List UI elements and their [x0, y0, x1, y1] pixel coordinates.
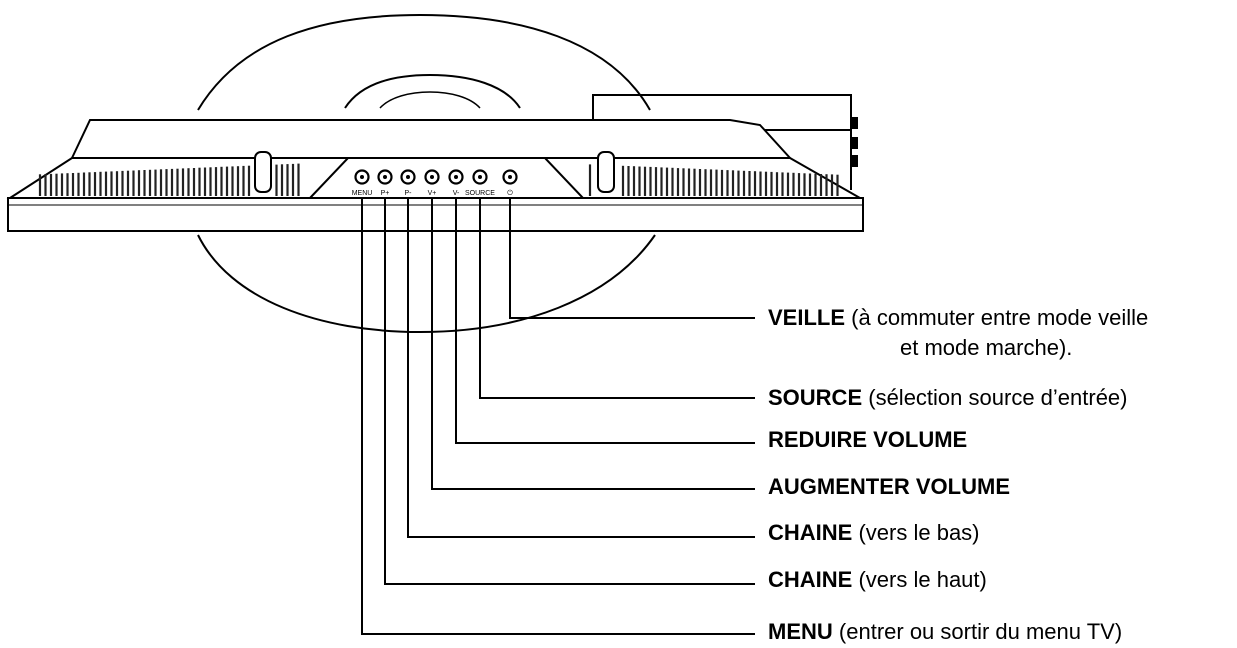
button-label: SOURCE — [465, 190, 495, 197]
callout-desc: (vers le haut) — [858, 567, 987, 592]
channel-up-button[interactable]: P+ — [377, 169, 393, 198]
callout-standby: VEILLE (à commuter entre mode veille et … — [768, 303, 1148, 363]
callout-label: CHAINE — [768, 567, 853, 592]
back-cover — [70, 119, 793, 159]
channel-down-button[interactable]: P- — [400, 169, 416, 198]
callout-menu: MENU (entrer ou sortir du menu TV) — [768, 617, 1122, 647]
callout-label: AUGMENTER VOLUME — [768, 474, 1010, 499]
button-label: V+ — [428, 190, 437, 197]
button-label: P+ — [381, 190, 390, 197]
callout-desc: (sélection source d’entrée) — [868, 385, 1128, 410]
callout-volume-up: AUGMENTER VOLUME — [768, 472, 1010, 502]
button-label: ⏻ — [507, 189, 513, 197]
volume-down-button[interactable]: V- — [448, 169, 464, 198]
callout-desc: (à commuter entre mode veille — [851, 305, 1149, 330]
leader-line — [361, 198, 755, 635]
leader-line — [455, 198, 755, 444]
callout-label: VEILLE — [768, 305, 846, 330]
callout-label: CHAINE — [768, 520, 853, 545]
callout-desc: (vers le bas) — [858, 520, 980, 545]
callout-source: SOURCE (sélection source d’entrée) — [768, 383, 1128, 413]
stand-base-bottom — [197, 234, 656, 334]
leader-line — [407, 198, 755, 538]
stand-base-top — [197, 13, 651, 111]
source-button[interactable]: SOURCE — [465, 169, 495, 198]
power-button[interactable]: ⏻ — [502, 169, 518, 198]
leader-line — [509, 198, 755, 319]
volume-up-button[interactable]: V+ — [424, 169, 440, 198]
leader-line — [384, 198, 755, 585]
callout-volume-down: REDUIRE VOLUME — [768, 425, 967, 455]
callout-desc: (entrer ou sortir du menu TV) — [838, 619, 1123, 644]
leader-line — [479, 198, 755, 399]
stand-neck — [344, 73, 521, 109]
callout-label: REDUIRE VOLUME — [768, 427, 968, 452]
callout-channel-up: CHAINE (vers le haut) — [768, 565, 987, 595]
button-label: MENU — [352, 190, 373, 197]
callout-label: SOURCE — [768, 385, 863, 410]
callout-label: MENU — [768, 619, 833, 644]
front-bezel — [7, 197, 864, 232]
button-label: P- — [405, 190, 413, 197]
leader-line — [431, 198, 755, 490]
button-label: V- — [453, 190, 460, 197]
menu-button[interactable]: MENU — [352, 169, 373, 198]
callout-desc-2: et mode marche). — [900, 335, 1073, 360]
callout-channel-down: CHAINE (vers le bas) — [768, 518, 980, 548]
